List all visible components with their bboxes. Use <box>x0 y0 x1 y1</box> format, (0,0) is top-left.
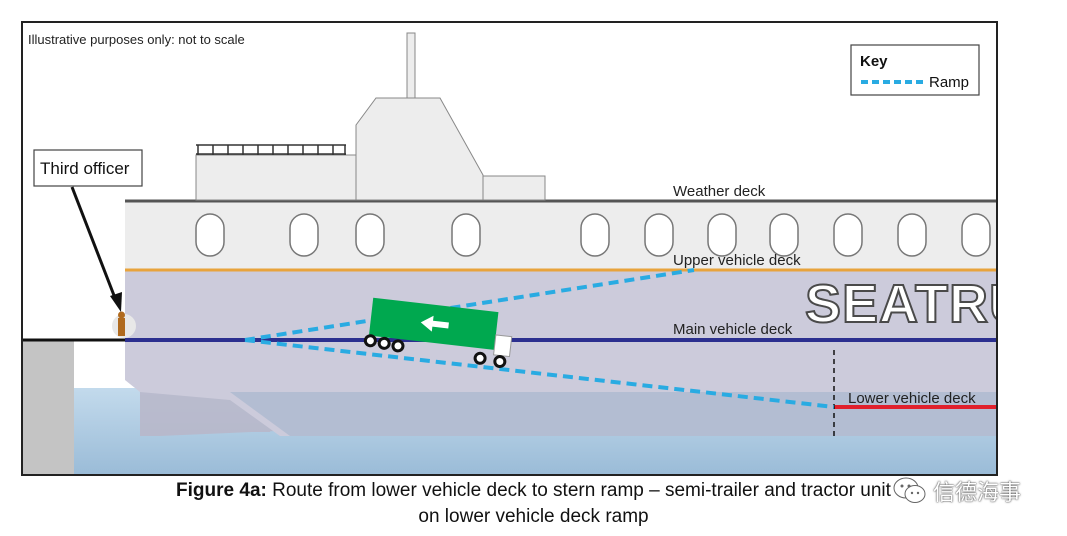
figure-caption-line2: on lower vehicle deck ramp <box>418 506 649 527</box>
wechat-icon <box>893 477 926 503</box>
diagram-frame <box>21 21 998 476</box>
figure-caption-text: Route from lower vehicle deck to stern r… <box>266 480 891 501</box>
third-officer-label: Third officer <box>40 159 130 178</box>
callout-arrowhead <box>110 292 122 312</box>
quay <box>22 340 74 475</box>
main-vehicle-deck-label: Main vehicle deck <box>673 321 793 338</box>
ramp-routes <box>244 268 835 409</box>
figure-caption-line1: Figure 4a: Route from lower vehicle deck… <box>0 480 1067 502</box>
hull-lettering: SEATRU <box>805 274 1029 334</box>
callout-arrow-line <box>70 186 117 299</box>
mast <box>406 32 416 99</box>
scale-note: Illustrative purposes only: not to scale <box>28 32 245 47</box>
direction-arrow <box>420 315 449 332</box>
key-ramp-label: Ramp <box>929 74 969 91</box>
key-title: Key <box>860 53 888 70</box>
upper-hull <box>125 200 997 270</box>
key-box <box>850 44 980 96</box>
watermark-text: 信德海事 <box>933 481 1022 506</box>
semi-trailer-truck <box>363 297 513 369</box>
watermark: 信德海事 <box>893 474 1053 508</box>
third-officer-callout-box <box>33 149 143 187</box>
lower-vehicle-deck-label: Lower vehicle deck <box>848 390 976 407</box>
figure-label: Figure 4a: <box>176 480 267 501</box>
weather-deck-label: Weather deck <box>673 183 766 200</box>
third-officer-figure <box>118 311 125 336</box>
upper-vehicle-deck-label: Upper vehicle deck <box>673 252 801 269</box>
railing <box>196 144 346 155</box>
portholes <box>195 213 991 257</box>
tractor-cab <box>493 334 513 358</box>
accommodation-block <box>195 154 357 201</box>
aft-block <box>482 175 546 201</box>
